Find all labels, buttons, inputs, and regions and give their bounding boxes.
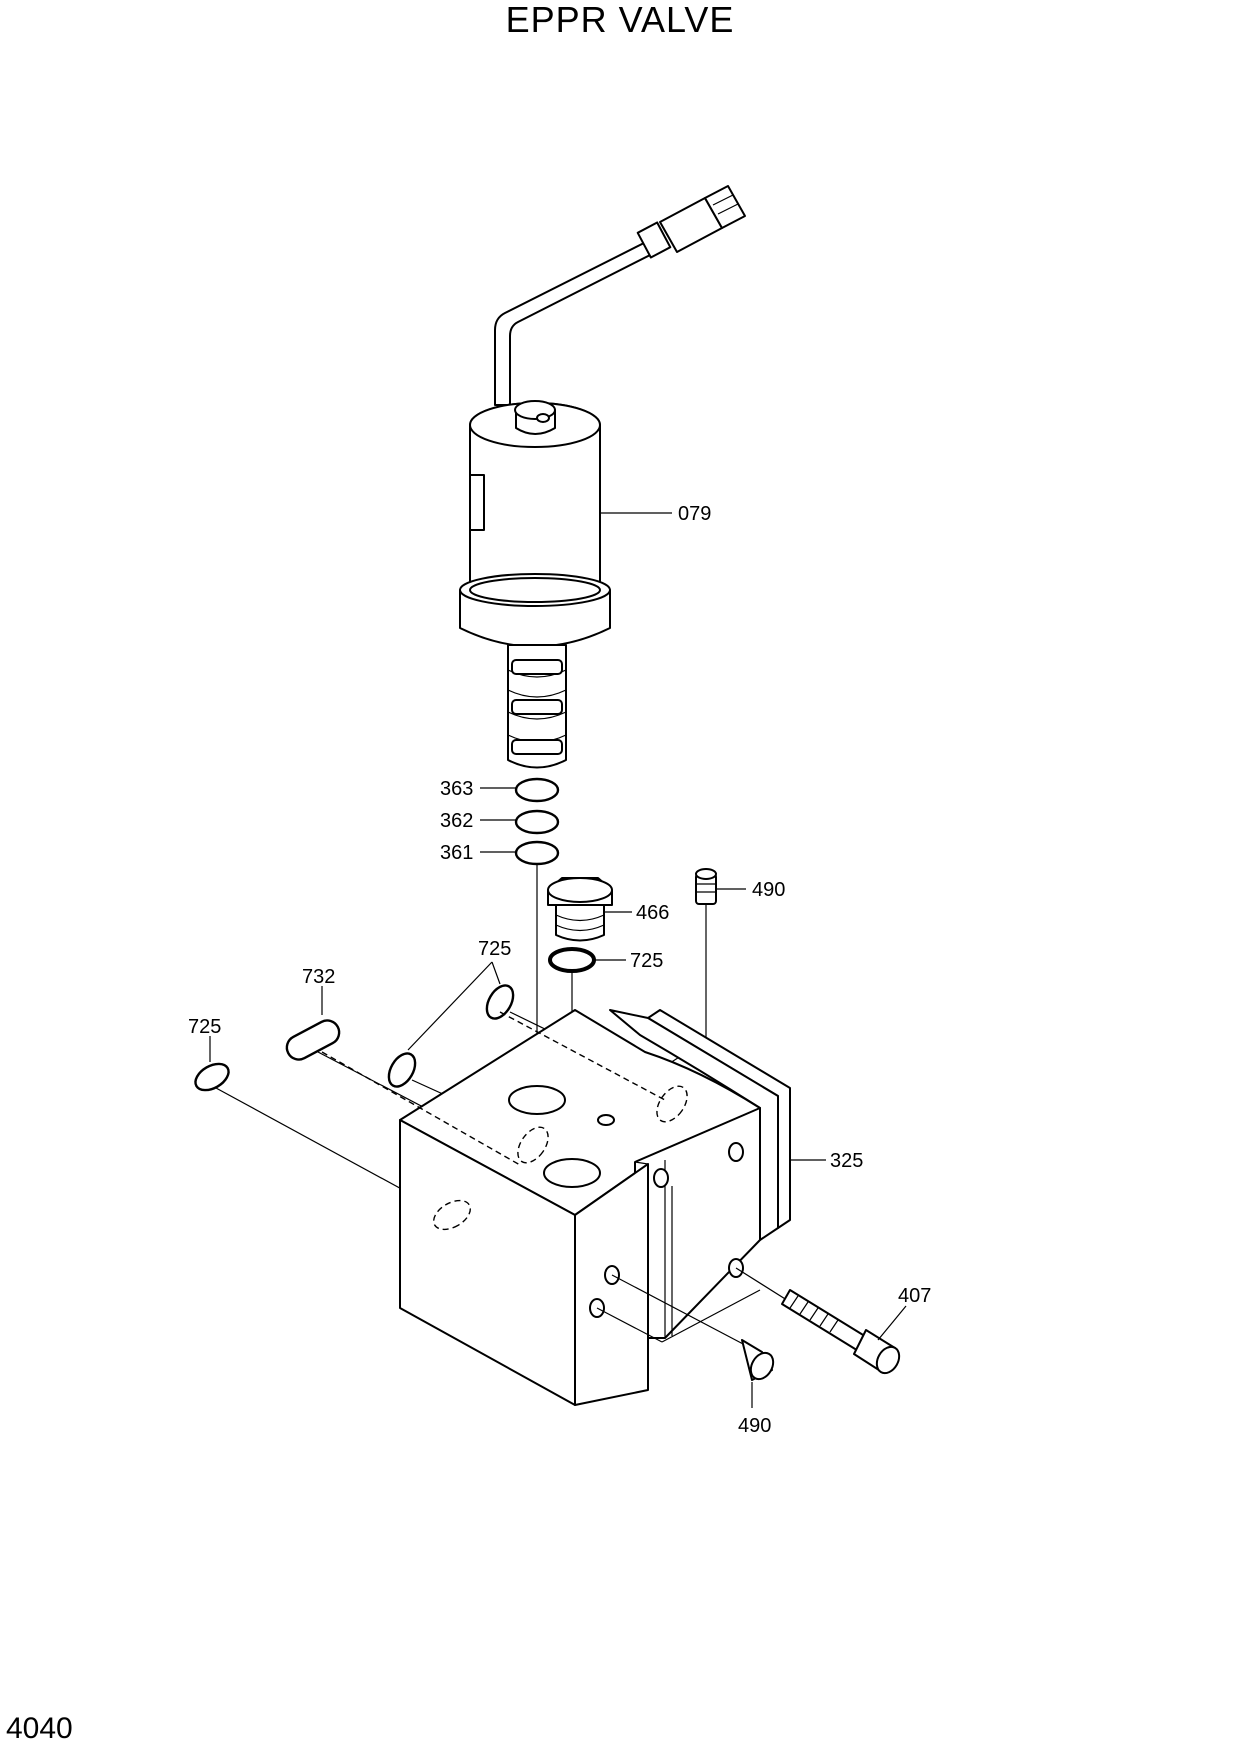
set-screw-490-bottom[interactable] bbox=[596, 1274, 778, 1408]
label-407: 407 bbox=[898, 1285, 931, 1307]
label-362: 362 bbox=[440, 810, 473, 832]
label-725-pair: 725 bbox=[478, 938, 511, 960]
valve-block-325[interactable] bbox=[321, 1009, 826, 1406]
label-725-right: 725 bbox=[630, 950, 663, 972]
page-title: EPPR VALVE bbox=[505, 0, 735, 40]
label-466: 466 bbox=[636, 902, 669, 924]
label-490-bottom: 490 bbox=[738, 1415, 771, 1437]
bolt-407[interactable] bbox=[735, 1267, 907, 1377]
label-079: 079 bbox=[678, 503, 711, 525]
label-490-top: 490 bbox=[752, 879, 785, 901]
label-325: 325 bbox=[830, 1150, 863, 1172]
plug-466[interactable] bbox=[547, 877, 632, 942]
page-number: 4040 bbox=[6, 1712, 73, 1745]
label-725-left: 725 bbox=[188, 1016, 221, 1038]
solenoid-valve-079[interactable] bbox=[459, 185, 746, 769]
label-361: 361 bbox=[440, 842, 473, 864]
oring-363[interactable] bbox=[480, 777, 560, 803]
label-363: 363 bbox=[440, 778, 473, 800]
oring-362[interactable] bbox=[480, 809, 560, 835]
label-732: 732 bbox=[302, 966, 335, 988]
